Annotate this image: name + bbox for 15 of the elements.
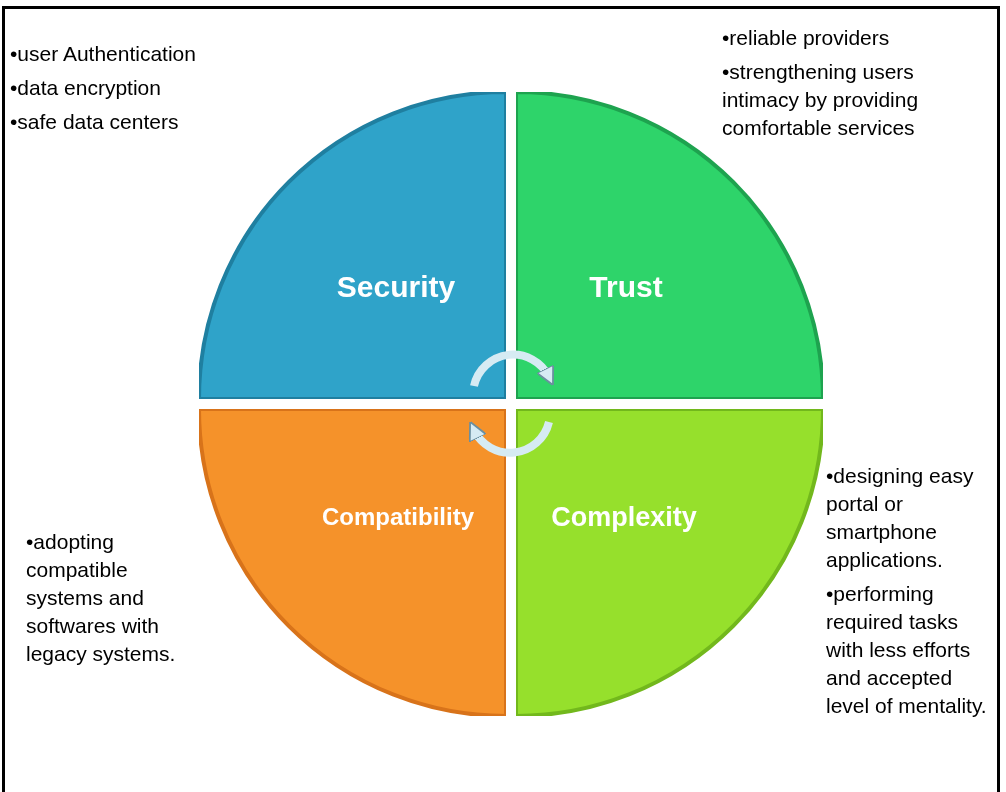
bullet-text: •safe data centers (10, 109, 180, 135)
bullet-text: •data encryption (10, 75, 162, 101)
quadrant-segment (199, 409, 506, 716)
bullet-text: •adopting compatible systems and softwares with legacy systems. (26, 529, 177, 667)
quadrant-segment (199, 92, 506, 399)
segment-title: Complexity (551, 501, 697, 533)
bullet-text: •performing required tasks with less efforts and accepted level of mentality. (826, 581, 988, 719)
segment-title: Compatibility (322, 503, 474, 531)
bullet-text: •strengthening users intimacy by providing comfortable services (722, 59, 920, 141)
segment-title: Security (336, 270, 456, 304)
quadrant-segment (516, 409, 823, 716)
bullet-text: •designing easy portal or smartphone applications. (826, 463, 975, 573)
segment-title: Trust (589, 270, 663, 304)
bullet-text: •user Authentication (10, 41, 197, 67)
bullet-text: •reliable providers (722, 25, 891, 51)
